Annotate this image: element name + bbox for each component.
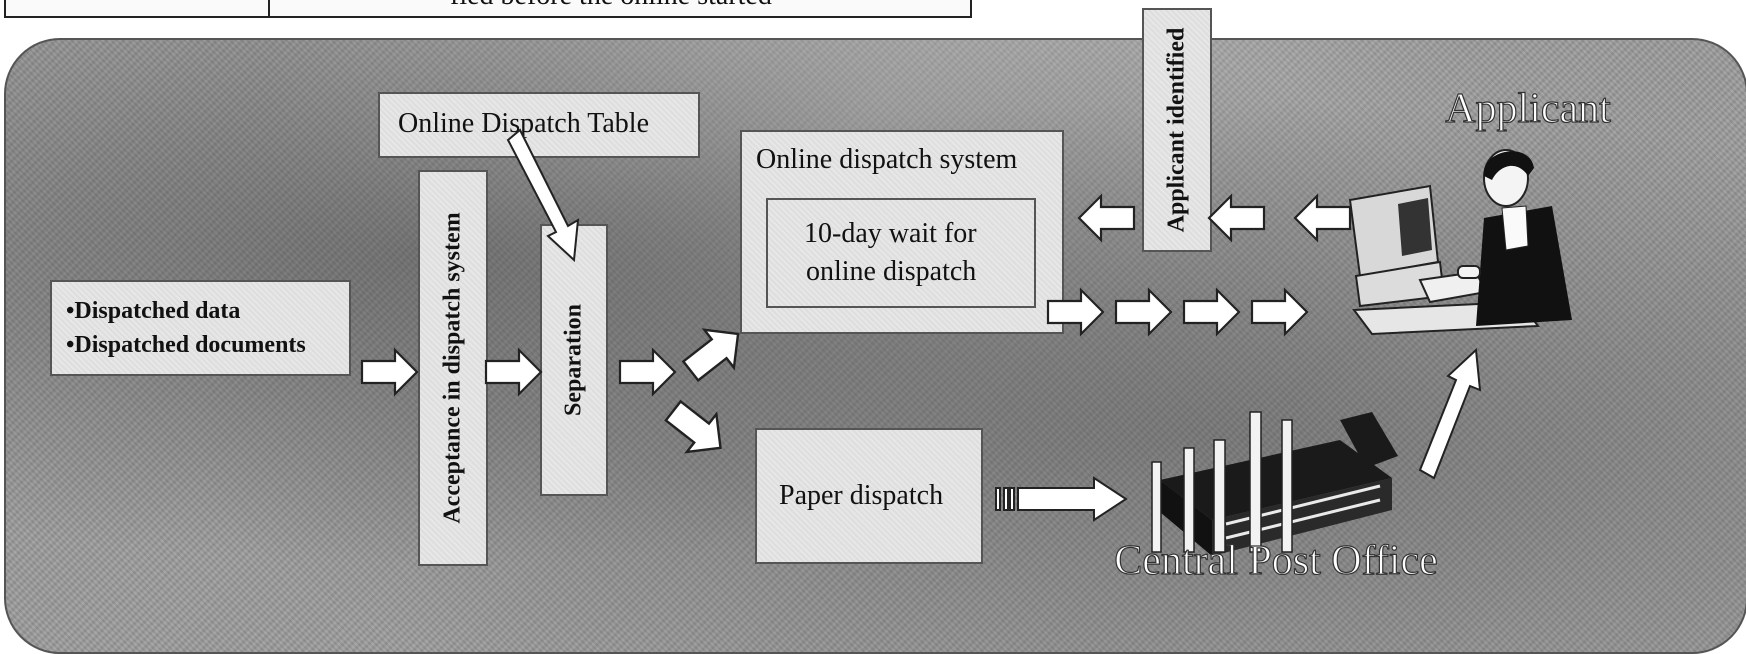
acceptance-box: Acceptance in dispatch system	[418, 170, 488, 566]
block-arrow-icon	[1046, 288, 1105, 336]
block-arrow-icon	[995, 476, 1128, 522]
block-arrow-icon	[1418, 347, 1482, 480]
block-arrow-icon	[657, 390, 737, 468]
online-dispatch-system-label: Online dispatch system	[756, 144, 1018, 175]
block-arrow-icon	[506, 128, 580, 263]
block-arrow-icon	[484, 348, 543, 396]
block-arrow-icon	[1114, 288, 1173, 336]
block-arrow-icon	[674, 313, 755, 392]
paper-dispatch-box: Paper dispatch	[755, 428, 983, 564]
cropped-table-fragment: fied before the online started	[0, 0, 972, 20]
online-dispatch-table-label: Online Dispatch Table	[398, 108, 650, 139]
dispatched-data-box: •Dispatched data •Dispatched documents	[50, 280, 351, 376]
block-arrow-icon	[1207, 194, 1266, 242]
applicant-identified-box: Applicant identified	[1142, 8, 1212, 252]
table-text-fragment: fied before the online started	[450, 0, 772, 12]
online-dispatch-system-box: Online dispatch system 10-day wait for o…	[740, 130, 1064, 334]
block-arrow-icon	[1250, 288, 1309, 336]
table-cell-right	[268, 0, 972, 18]
paper-dispatch-label: Paper dispatch	[779, 480, 944, 511]
separation-box: Separation	[540, 224, 608, 496]
person-at-computer-icon	[1348, 149, 1572, 336]
block-arrow-icon	[1182, 288, 1241, 336]
block-arrow-icon	[360, 348, 419, 396]
wait-box: 10-day wait for online dispatch	[766, 198, 1036, 308]
dispatched-documents-label: •Dispatched documents	[66, 332, 306, 358]
wait-label-line2: online dispatch	[806, 256, 977, 287]
central-post-office-label: Central Post Office	[1114, 538, 1438, 584]
online-dispatch-table-box: Online Dispatch Table	[378, 92, 700, 158]
applicant-label: Applicant	[1445, 86, 1611, 132]
wait-label-line1: 10-day wait for	[804, 218, 977, 249]
block-arrow-icon	[1293, 194, 1352, 242]
post-office-building-icon	[1151, 411, 1398, 556]
block-arrow-icon	[1077, 194, 1136, 242]
dispatched-data-label: •Dispatched data	[66, 298, 241, 324]
block-arrow-icon	[618, 348, 677, 396]
